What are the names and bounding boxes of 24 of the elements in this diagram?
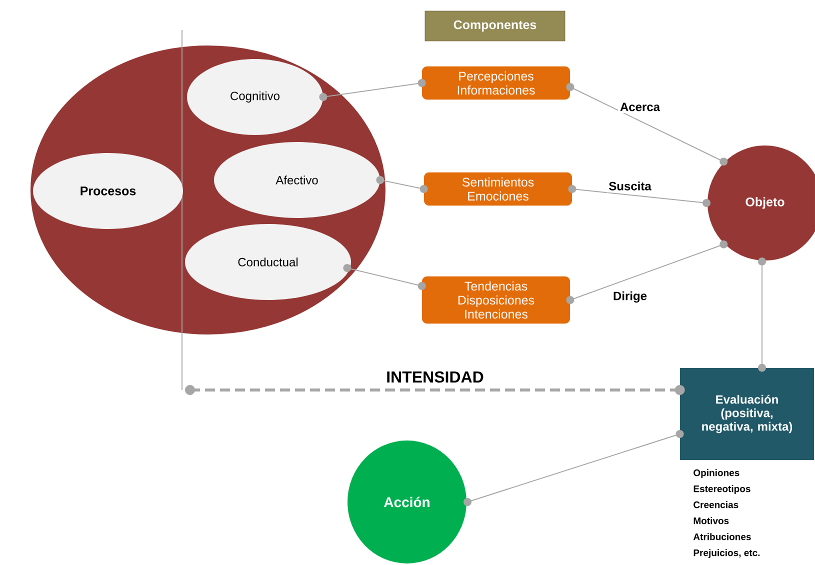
connector [185, 384, 685, 395]
connector [343, 264, 426, 290]
connector [464, 430, 684, 506]
edge-label: Suscita [606, 180, 654, 192]
component-box: Tendencias Disposiciones Intenciones [422, 276, 570, 324]
connector [566, 83, 728, 166]
note-text: Opiniones [694, 469, 740, 478]
note-text: Estereotipos [694, 485, 750, 494]
connector [758, 258, 766, 372]
evaluation-box: Evaluación (positiva, negativa, mixta) [680, 368, 814, 460]
connector [376, 176, 428, 193]
component-box: Percepciones Informaciones [422, 66, 570, 100]
edge-label: INTENSIDAD [387, 371, 484, 383]
edge-label: Acerca [618, 100, 662, 114]
note-text: Motivos [694, 517, 729, 524]
note-text: Creencias [694, 501, 738, 508]
connector [566, 240, 728, 304]
connector [319, 79, 426, 101]
note-text: Atribuciones [693, 533, 751, 540]
edge-label: Dirige [611, 289, 649, 305]
note-text: Prejuicios, etc. [694, 549, 760, 558]
component-box: Sentimientos Emociones [424, 172, 572, 206]
connector [568, 185, 710, 207]
heading-box: Componentes [424, 10, 566, 42]
